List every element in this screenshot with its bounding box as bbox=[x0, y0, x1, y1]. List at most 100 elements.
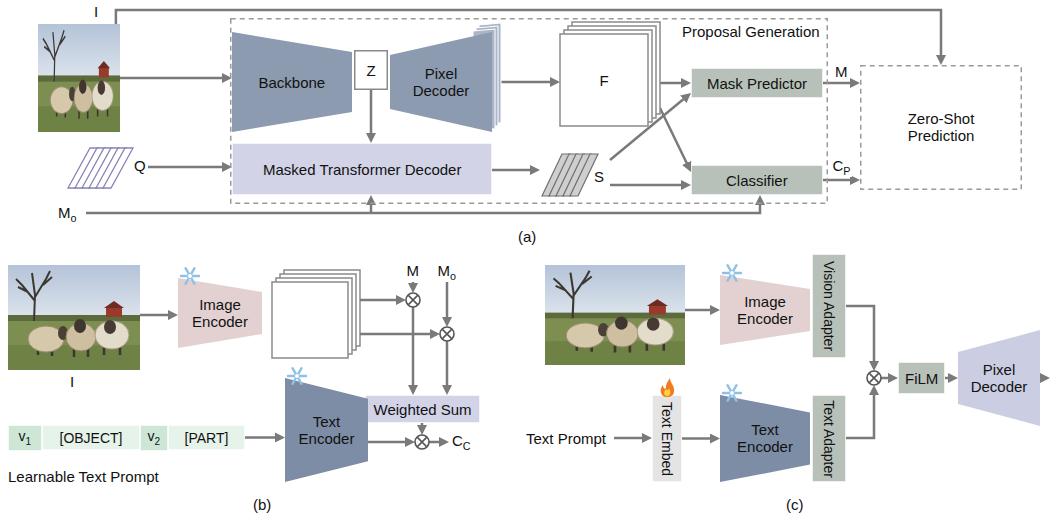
node-text: Text Embed bbox=[659, 402, 675, 476]
encoder-block: Image Encoder bbox=[720, 275, 810, 345]
predictor-box: Mask Predictor bbox=[691, 68, 823, 98]
shape-outline bbox=[232, 32, 352, 132]
shape-outline bbox=[355, 51, 388, 90]
encoder-block: Backbone bbox=[232, 32, 352, 132]
drawing-part bbox=[685, 309, 714, 312]
node-text: Text Encoder bbox=[733, 421, 797, 456]
icon-stroke bbox=[728, 385, 737, 401]
feature-stack: F bbox=[560, 22, 660, 126]
label-text: Mo bbox=[438, 262, 457, 282]
photo bbox=[8, 265, 140, 370]
input-image: I bbox=[38, 24, 120, 132]
shape-outline bbox=[813, 255, 846, 358]
label-text: Text Prompt bbox=[526, 430, 606, 447]
node-text: Mask Predictor bbox=[707, 75, 807, 92]
prompt-token: [PART] bbox=[168, 425, 245, 450]
shape-outline bbox=[9, 425, 42, 450]
node-shape bbox=[560, 22, 660, 126]
shape-outline bbox=[178, 278, 262, 348]
icon-stroke bbox=[293, 368, 302, 384]
label-text: CC bbox=[452, 432, 471, 452]
prompt-token: v1 bbox=[8, 425, 42, 451]
node-text: Masked Transformer Decoder bbox=[263, 161, 461, 178]
node-text: I bbox=[70, 373, 74, 390]
feature-box: Z bbox=[354, 50, 388, 90]
node-text: Zero-Shot Prediction bbox=[891, 110, 991, 145]
drawing-part bbox=[446, 341, 449, 389]
module-group: Proposal GenerationBackboneZPixel Decode… bbox=[230, 18, 828, 204]
shape-outline bbox=[560, 34, 648, 126]
icon-stroke bbox=[293, 368, 302, 384]
connector bbox=[370, 90, 373, 137]
shape-outline bbox=[692, 166, 823, 195]
icon-stroke bbox=[664, 388, 670, 396]
drawing-part bbox=[614, 437, 646, 440]
frozen-icon bbox=[723, 385, 741, 401]
decoder-block: Pixel Decoder bbox=[390, 32, 492, 132]
drawing-part bbox=[412, 282, 415, 287]
shape-outline bbox=[103, 148, 133, 188]
node-shape bbox=[8, 265, 140, 370]
connector bbox=[140, 314, 172, 317]
shape-outline bbox=[43, 426, 140, 450]
connector bbox=[660, 108, 688, 166]
node-text: Classifier bbox=[726, 172, 788, 189]
node-text: Weighted Sum bbox=[374, 401, 472, 418]
shape-outline bbox=[169, 426, 245, 450]
photo bbox=[545, 265, 685, 365]
node-text: Text Adapter bbox=[821, 400, 837, 478]
connector bbox=[492, 169, 534, 172]
node-text: Backbone bbox=[259, 74, 326, 91]
drawing-part bbox=[846, 306, 874, 365]
prompt-token: v2 bbox=[140, 425, 168, 451]
connector bbox=[682, 437, 714, 440]
encoder-block: Image Encoder bbox=[178, 278, 262, 348]
icon-stroke bbox=[186, 268, 195, 284]
node-text: F bbox=[600, 72, 609, 89]
node-text: FiLM bbox=[905, 370, 938, 387]
prompt-token: [OBJECT] bbox=[42, 425, 140, 450]
frozen-icon bbox=[723, 265, 741, 281]
node-text: [PART] bbox=[185, 430, 229, 446]
multiply-symbol bbox=[406, 293, 420, 307]
shape-outline bbox=[653, 396, 682, 482]
multiply-symbol bbox=[440, 327, 454, 341]
multiply-symbol bbox=[867, 371, 881, 385]
node-text: Image Encoder bbox=[733, 293, 797, 328]
shape-outline bbox=[899, 363, 945, 394]
output-group: Zero-Shot Prediction bbox=[860, 65, 1022, 190]
icon-stroke bbox=[295, 374, 300, 379]
node-text: Z bbox=[367, 62, 376, 79]
drawing-part bbox=[446, 282, 449, 321]
label-text: Learnable Text Prompt bbox=[8, 468, 159, 485]
classifier-box: Classifier bbox=[691, 165, 823, 195]
shape-outline bbox=[233, 144, 492, 195]
node-text: Vision Adapter bbox=[821, 261, 837, 351]
node-text: v2 bbox=[148, 428, 161, 448]
feature-stack bbox=[272, 270, 360, 358]
encoder-block: Text Encoder bbox=[285, 378, 368, 482]
connector bbox=[945, 377, 952, 380]
drawing-part bbox=[1040, 377, 1044, 380]
photo bbox=[38, 24, 120, 132]
label-text: (c) bbox=[786, 496, 804, 513]
edge-label: CP bbox=[832, 157, 852, 177]
decoder-block: Pixel Decoder bbox=[958, 330, 1040, 426]
trainable-icon bbox=[661, 378, 674, 397]
edge-label: M bbox=[834, 63, 849, 80]
frozen-icon bbox=[181, 268, 199, 284]
encoder-block: Text Encoder bbox=[720, 395, 810, 482]
drawing-part bbox=[360, 333, 434, 336]
label-text: (a) bbox=[518, 228, 536, 245]
shape-outline bbox=[692, 69, 823, 98]
shape-outline bbox=[813, 396, 846, 482]
node-text: Pixel Decoder bbox=[964, 361, 1034, 396]
adapter-box: Text Adapter bbox=[812, 395, 846, 482]
drawing-part bbox=[881, 377, 892, 380]
shape-outline bbox=[231, 19, 828, 204]
shape-outline bbox=[720, 395, 810, 482]
embed-box: Text Embed bbox=[652, 395, 682, 482]
node-text: Image Encoder bbox=[188, 296, 252, 331]
connector bbox=[148, 166, 226, 169]
